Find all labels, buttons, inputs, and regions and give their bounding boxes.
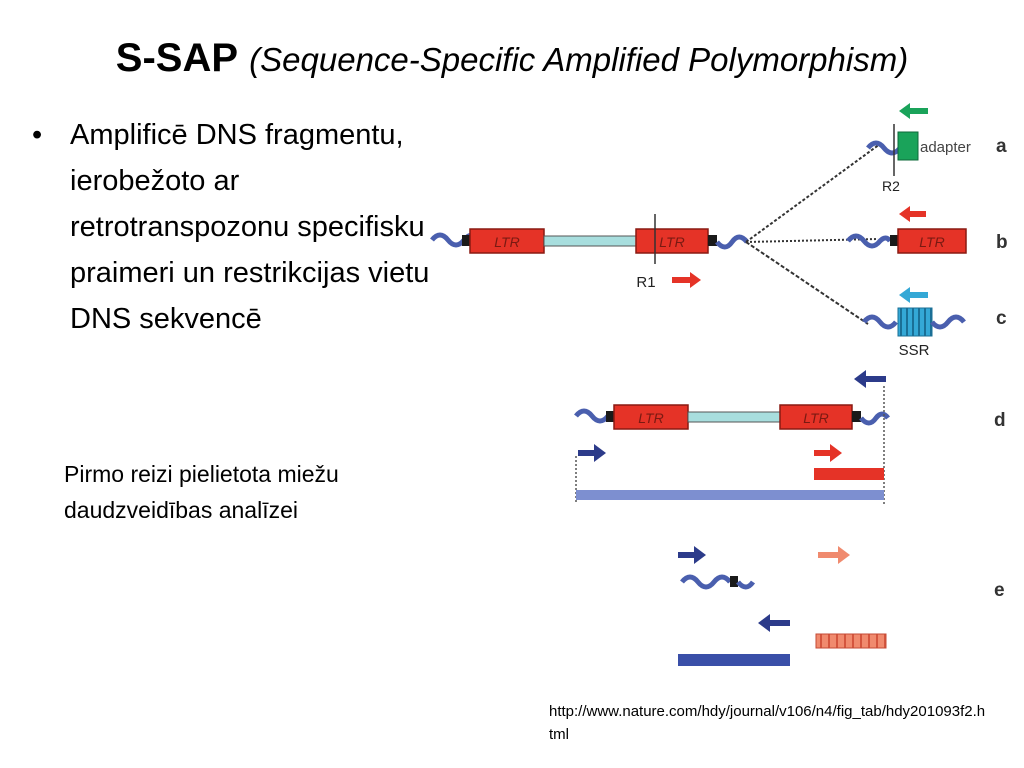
- dna-wave-c-right: [930, 314, 966, 330]
- flank-black-e: [730, 576, 738, 587]
- r1-label: R1: [636, 274, 655, 291]
- panel-label-c: c: [996, 308, 1007, 329]
- flank-black-left: [462, 235, 471, 246]
- dna-wave-b: [846, 233, 893, 249]
- ssr-primer-arrow: [899, 287, 928, 303]
- dna-wave-e: [680, 574, 732, 590]
- ssr-box: [897, 307, 933, 337]
- title-main: S-SAP: [115, 36, 239, 80]
- ltr-label-left: LTR: [494, 234, 519, 250]
- connector-line-a: [745, 143, 881, 243]
- primer-arrow-e-salmon: [818, 546, 850, 564]
- bullet-dot-icon: •: [32, 119, 43, 151]
- dna-wave-c-left: [862, 314, 898, 330]
- dna-wave-d-left: [574, 408, 610, 424]
- bullet-text: Amplificē DNS fragmentu, ierobežoto ar r…: [70, 119, 430, 335]
- source-url: http://www.nature.com/hdy/journal/v106/n…: [549, 703, 986, 743]
- primer-arrow-d-left: [578, 444, 606, 462]
- ltr-box-left: [469, 228, 545, 254]
- connector-line-b: [745, 238, 879, 243]
- dna-wave-right: [715, 234, 749, 250]
- adapter-label: adapter: [920, 139, 971, 156]
- flank-black-b: [890, 235, 898, 246]
- ssr-label: SSR: [899, 342, 930, 359]
- primer-arrow-e-navy: [758, 614, 790, 632]
- ltr-box-right: [635, 228, 709, 254]
- ltr-label-d-left: LTR: [638, 410, 663, 426]
- transposon-body-d: [687, 411, 781, 423]
- primer-arrow-d-right: [814, 444, 842, 462]
- panel-label-b: b: [996, 232, 1008, 253]
- r1-primer-arrow: [672, 272, 701, 288]
- dna-wave-e-right: [736, 580, 756, 590]
- ltr-label-right: LTR: [659, 234, 684, 250]
- flank-black-right: [708, 235, 717, 246]
- adapter-primer-arrow: [899, 103, 928, 119]
- flank-black-d-left: [606, 411, 615, 422]
- ltr-box-b: [897, 228, 967, 254]
- note-text: Pirmo reizi pielietota miežu daudzveidīb…: [64, 461, 339, 523]
- s-sap-diagram: LTR LTR R1 adapter R2 a LTR b SSR c LTR …: [430, 103, 1008, 666]
- flank-black-d-right: [852, 411, 861, 422]
- transposon-body: [543, 235, 637, 247]
- product-bar-d-blue: [576, 490, 884, 500]
- bullet-item: • Amplificē DNS fragmentu, ierobežoto ar…: [32, 112, 452, 342]
- product-bar-e-striped: [815, 633, 887, 649]
- dna-wave-a: [866, 140, 902, 156]
- panel-label-e: e: [994, 580, 1005, 601]
- bullet-list: • Amplificē DNS fragmentu, ierobežoto ar…: [32, 112, 452, 342]
- slide-title: S-SAP (Sequence-Specific Amplified Polym…: [0, 32, 1024, 86]
- ltr-primer-arrow-b: [899, 206, 926, 222]
- connector-line-c: [745, 241, 869, 325]
- adapter-box: [897, 131, 919, 161]
- product-bar-d-red: [814, 468, 884, 480]
- title-subtitle: (Sequence-Specific Amplified Polymorphis…: [249, 41, 909, 78]
- product-bar-e-blue: [678, 654, 790, 666]
- primer-arrow-e-blue: [678, 546, 706, 564]
- panel-label-d: d: [994, 410, 1006, 431]
- ltr-label-d-right: LTR: [803, 410, 828, 426]
- panel-label-a: a: [996, 136, 1007, 157]
- ltr-label-b: LTR: [919, 234, 944, 250]
- r2-label: R2: [882, 178, 900, 194]
- primer-arrow-d-top: [854, 370, 886, 388]
